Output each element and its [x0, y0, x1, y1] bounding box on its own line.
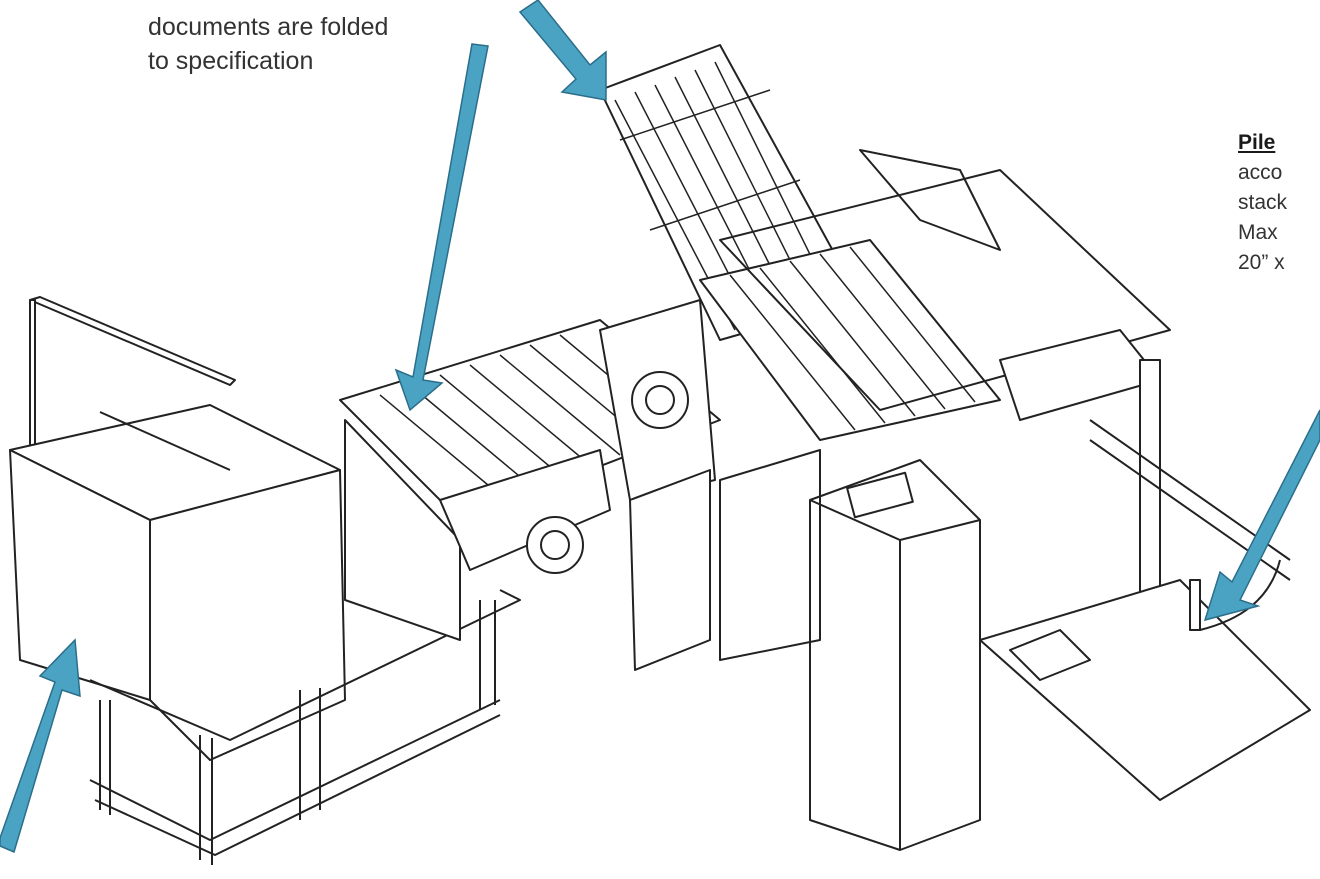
left-post: [29, 299, 36, 451]
console-screen: [846, 471, 914, 519]
feeder-side: [149, 469, 346, 761]
callout-pile-line-4: 20” x: [1238, 251, 1285, 274]
conveyor-front: [344, 419, 461, 641]
left-rail: [29, 296, 236, 386]
callout-folding-line-2: to specification: [148, 47, 314, 75]
callout-pile-line-2: stack: [1238, 191, 1288, 214]
fold-plate: [439, 449, 611, 571]
pile-table: [979, 579, 1311, 801]
right-gearbox: [999, 329, 1161, 421]
callout-pile-line-3: Max: [1238, 221, 1278, 244]
pile-stop: [1189, 579, 1201, 631]
callout-pile-line-1: acco: [1238, 161, 1283, 184]
pile-slot: [1009, 629, 1091, 681]
control-housing: [859, 149, 1001, 251]
control-console: [809, 459, 981, 851]
callout-pile: Pile acco stack Max 20” x: [1238, 128, 1287, 278]
callout-folding-line-1: documents are folded: [148, 13, 389, 41]
callout-arrow-icon: [518, 0, 607, 101]
buckle-plate-lower: [699, 239, 1001, 441]
callout-pile-title: Pile: [1238, 131, 1276, 154]
callout-arrow-icon: [394, 43, 489, 412]
callout-arrow-icon: [0, 638, 81, 854]
callout-folding: documents are folded to specification: [148, 10, 388, 78]
base-frame: [89, 589, 521, 741]
callout-arrow-icon: [1203, 409, 1320, 622]
center-tower-front: [629, 469, 711, 671]
